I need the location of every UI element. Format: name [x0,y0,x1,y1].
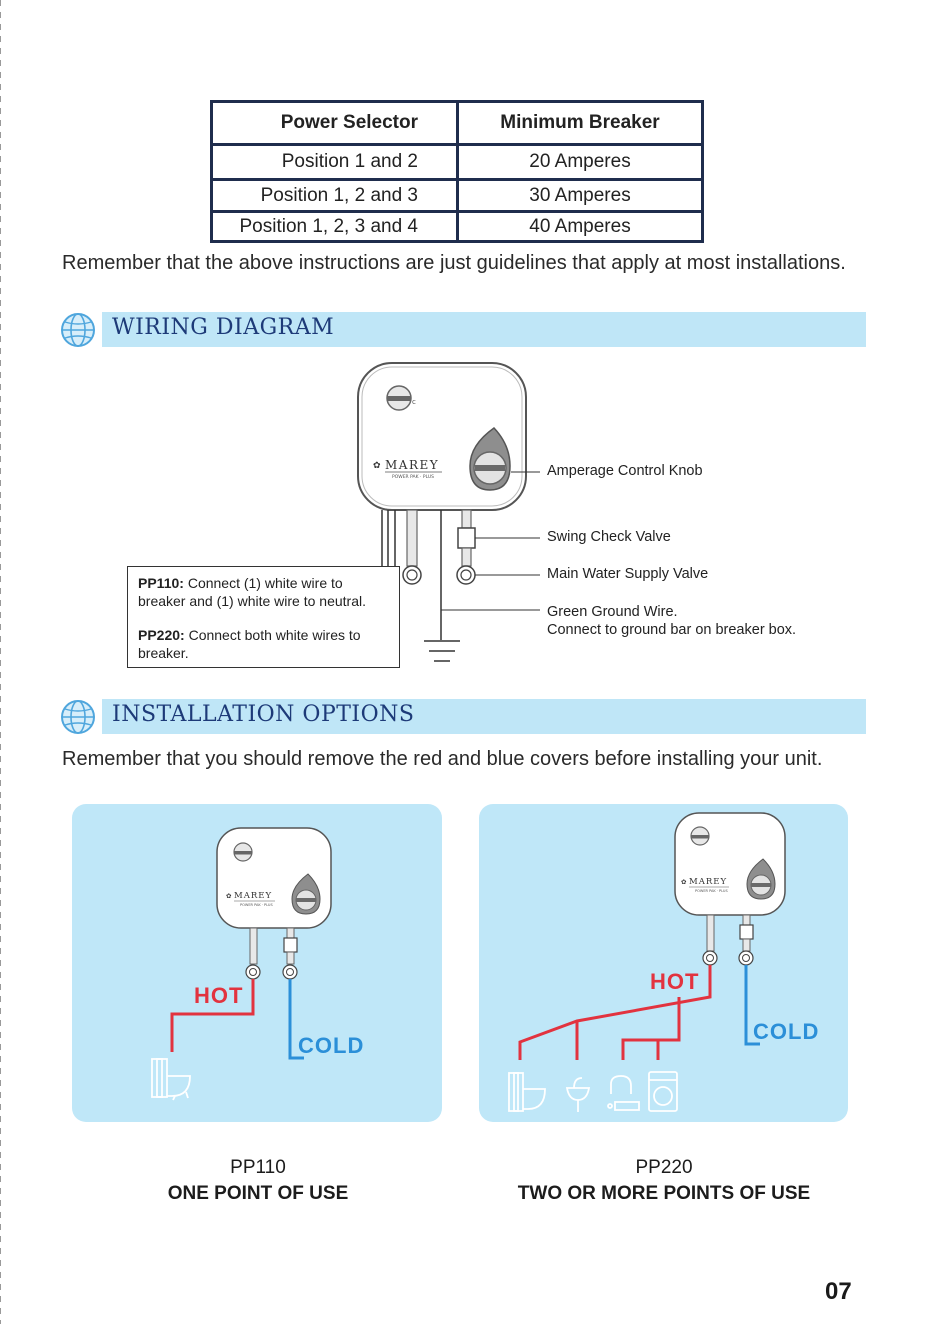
guidelines-note: Remember that the above instructions are… [62,252,846,274]
caption-left-use: ONE POINT OF USE [167,1183,349,1204]
svg-text:✿: ✿ [681,878,687,886]
callout-ground-bar: Connect to ground bar on breaker box. [547,622,797,638]
page-edge-guide [0,0,1,1324]
hot-label: HOT [194,983,244,1008]
pp110-note: PP110: Connect (1) white wire to [138,575,343,591]
table-row: Position 1, 2, 3 and 4 40 Amperes [213,213,701,240]
caption-right-model: PP220 [635,1157,693,1178]
callout-main-water-supply: Main Water Supply Valve [547,566,709,582]
table-cell: Position 1, 2 and 3 [213,181,459,210]
section-title: WIRING DIAGRAM [112,315,335,340]
pp110-illustration: ✿ MAREY POWER PAK · PLUS [151,827,332,1101]
cold-label: COLD [753,1019,820,1044]
table-header-cell: Power Selector [213,103,459,143]
panel-one-point-of-use: ✿ MAREY POWER PAK · PLUS HOT COLD [72,804,442,1122]
callout-ground-wire: Green Ground Wire. [547,604,678,620]
brand-logo-text: MAREY [385,458,439,472]
page-number: 07 [825,1278,852,1305]
callout-swing-check-valve: Swing Check Valve [547,529,671,545]
svg-text:POWER PAK · PLUS: POWER PAK · PLUS [392,474,434,480]
svg-text:✿: ✿ [226,892,232,900]
pp220-note: PP220: Connect both white wires to [138,627,361,643]
svg-text:c: c [412,398,416,406]
table-cell: Position 1, 2, 3 and 4 [213,213,459,240]
table-cell: 40 Amperes [529,215,631,237]
bathtub-icon [151,1058,191,1101]
caption-left-model: PP110 [230,1157,286,1178]
wiring-diagram: c ✿ MAREY POWER PAK · PLUS [357,362,540,662]
caption-right-use: TWO OR MORE POINTS OF USE [517,1183,811,1204]
section-header-installation: INSTALLATION OPTIONS [102,699,866,734]
svg-text:MAREY: MAREY [689,877,727,887]
globe-icon [61,700,95,734]
table-cell: 30 Amperes [529,184,631,206]
section-title: INSTALLATION OPTIONS [112,702,415,727]
svg-text:MAREY: MAREY [234,891,272,901]
hot-label: HOT [650,969,700,994]
table-cell: 20 Amperes [529,151,631,172]
faucet-icon [607,1075,640,1111]
svg-text:POWER PAK · PLUS: POWER PAK · PLUS [695,889,728,893]
bathtub-icon [508,1072,546,1112]
svg-text:POWER PAK · PLUS: POWER PAK · PLUS [240,903,273,907]
table-header-cell: Minimum Breaker [500,112,660,133]
callout-amperage-knob: Amperage Control Knob [547,463,703,479]
washing-machine-icon [648,1071,678,1112]
panel-multiple-points-of-use: ✿ MAREY POWER PAK · PLUS [479,804,848,1122]
section-header-wiring: WIRING DIAGRAM [102,312,866,347]
table-header-row: Power Selector Minimum Breaker [213,103,701,146]
covers-note: Remember that you should remove the red … [62,748,823,770]
table-cell: Position 1 and 2 [213,146,459,178]
table-row: Position 1, 2 and 3 30 Amperes [213,181,701,213]
table-row: Position 1 and 2 20 Amperes [213,146,701,181]
wiring-note-box: PP110: Connect (1) white wire to breaker… [127,566,400,668]
cold-label: COLD [298,1033,365,1058]
globe-icon [61,313,95,347]
pp220-illustration: ✿ MAREY POWER PAK · PLUS [508,812,786,1112]
sink-icon [565,1077,591,1112]
svg-text:✿: ✿ [373,461,381,471]
breaker-table: Power Selector Minimum Breaker Position … [210,100,704,243]
